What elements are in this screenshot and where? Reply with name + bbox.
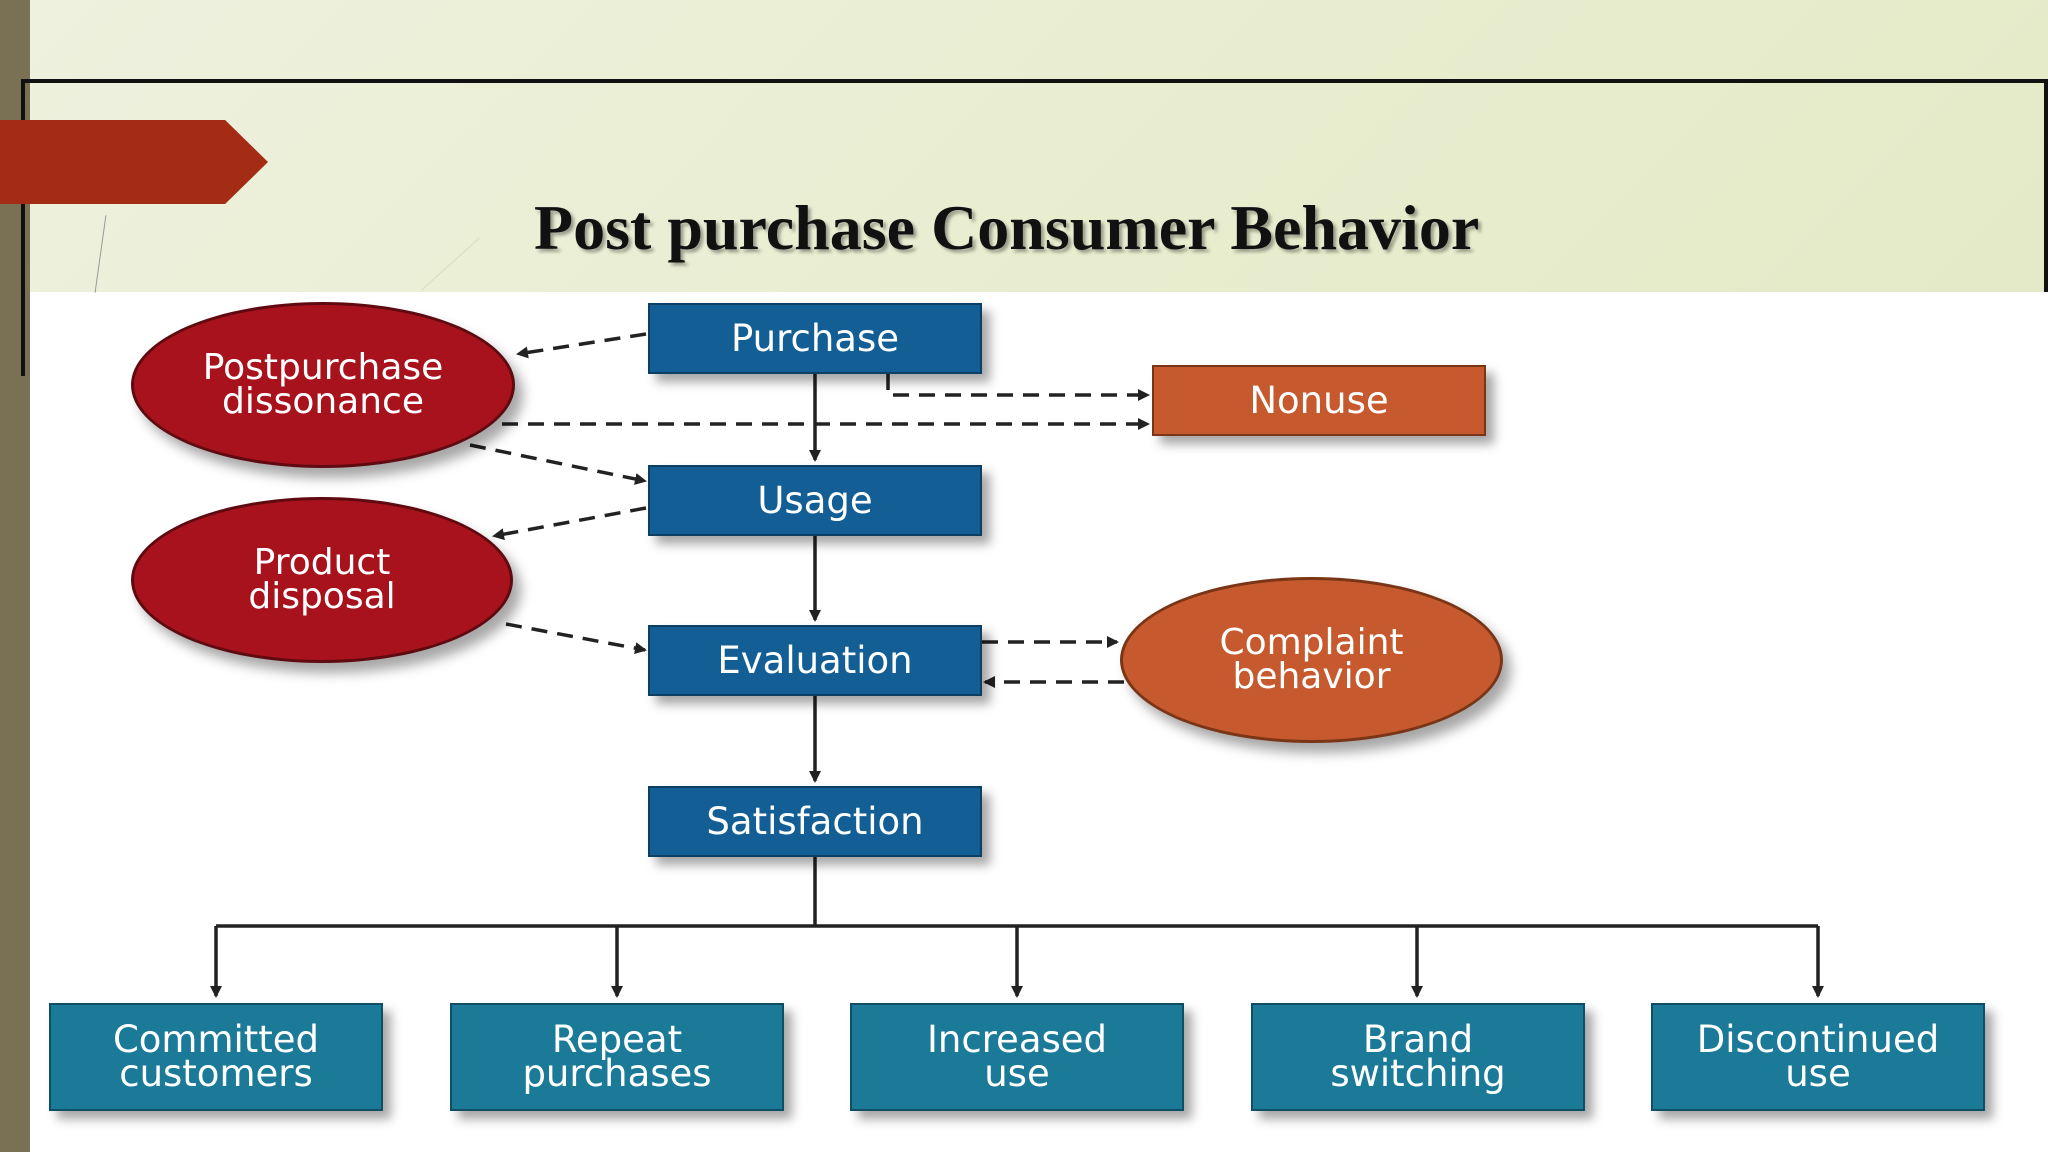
committed-customers-box: Committed customers bbox=[49, 1003, 383, 1111]
complaint-behavior-label: Complaint behavior bbox=[1219, 622, 1404, 697]
purchase-label: Purchase bbox=[730, 316, 900, 360]
repeat-purchases-label: Repeat purchases bbox=[522, 1018, 712, 1095]
header-background bbox=[0, 0, 2048, 292]
product-disposal-label: Product disposal bbox=[248, 542, 396, 617]
evaluation-box: Evaluation bbox=[648, 625, 982, 696]
postpurchase-dissonance-label: Postpurchase dissonance bbox=[202, 347, 444, 422]
satisfaction-box: Satisfaction bbox=[648, 786, 982, 857]
complaint-behavior-ellipse: Complaint behavior bbox=[1120, 577, 1503, 743]
title-frame-top bbox=[24, 79, 2048, 83]
postpurchase-dissonance-ellipse: Postpurchase dissonance bbox=[131, 302, 515, 468]
increased-use-label: Increased use bbox=[926, 1018, 1108, 1095]
increased-use-box: Increased use bbox=[850, 1003, 1184, 1111]
usage-box: Usage bbox=[648, 465, 982, 536]
title-frame-right bbox=[2044, 79, 2048, 292]
satisfaction-label: Satisfaction bbox=[706, 799, 924, 843]
dashed-purchase-to-dissonance bbox=[516, 332, 647, 359]
repeat-purchases-box: Repeat purchases bbox=[450, 1003, 784, 1111]
slide-title: Post purchase Consumer Behavior bbox=[534, 192, 1480, 263]
brand-switching-label: Brand switching bbox=[1330, 1018, 1506, 1095]
discontinued-use-label: Discontinued use bbox=[1696, 1018, 1940, 1095]
title-frame-left bbox=[21, 79, 25, 376]
purchase-box: Purchase bbox=[648, 303, 982, 374]
usage-label: Usage bbox=[757, 478, 873, 522]
product-disposal-ellipse: Product disposal bbox=[131, 497, 513, 663]
accent-arrow-shape bbox=[0, 120, 268, 204]
dashed-purchase-to-nonuse bbox=[886, 374, 1150, 401]
dashed-usage-to-disposal bbox=[492, 506, 647, 541]
dashed-disposal-to-evaluation bbox=[505, 622, 647, 655]
committed-customers-label: Committed customers bbox=[112, 1018, 320, 1095]
dashed-dissonance-to-usage bbox=[469, 443, 647, 485]
discontinued-use-box: Discontinued use bbox=[1651, 1003, 1985, 1111]
nonuse-label: Nonuse bbox=[1249, 378, 1389, 422]
evaluation-label: Evaluation bbox=[717, 638, 913, 682]
brand-switching-box: Brand switching bbox=[1251, 1003, 1585, 1111]
nonuse-box: Nonuse bbox=[1152, 365, 1486, 436]
